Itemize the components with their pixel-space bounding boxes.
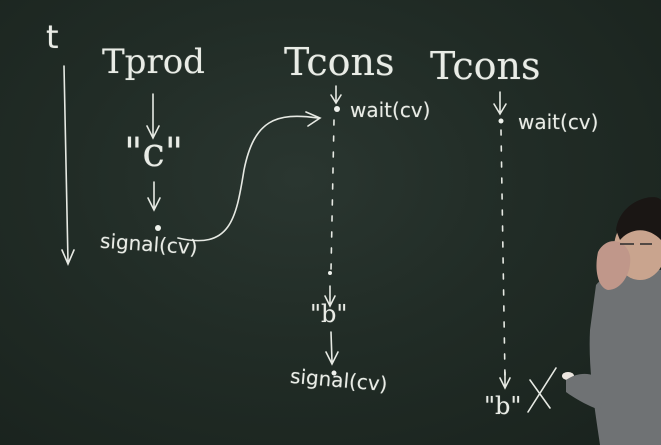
event-dot — [331, 370, 337, 376]
lecturer-figure — [562, 197, 661, 445]
tcons1-arrow-mid — [324, 285, 336, 308]
time-axis-arrow — [61, 65, 75, 267]
tcons2-arrow-top — [493, 91, 507, 116]
cross-mark — [527, 367, 557, 413]
lecturer-hair — [616, 197, 661, 240]
column-title-consumer-1: Tcons — [284, 40, 395, 84]
tcons1-dashed-line — [330, 119, 335, 271]
tcons2-dashed-line — [500, 129, 506, 379]
event-dot — [498, 118, 504, 124]
event-dot — [328, 271, 332, 275]
signal-wakeup-arrow — [177, 111, 322, 242]
column-title-producer: Tprod — [102, 42, 205, 82]
column-title-consumer-2: Tcons — [430, 44, 541, 88]
consumer-2-wait-label: wait(cv) — [518, 110, 599, 134]
lecturer-arm — [566, 373, 606, 410]
tcons1-arrow-low — [325, 331, 339, 366]
time-axis-label: t — [46, 18, 59, 56]
tcons2-arrow-low — [499, 371, 511, 390]
tprod-arrow-1 — [146, 93, 160, 140]
lecturer-hand — [596, 241, 631, 290]
consumer-1-wait-label: wait(cv) — [350, 98, 431, 122]
event-dot — [334, 106, 340, 112]
tcons1-arrow-top — [330, 85, 342, 105]
consumer-1-item-label: "b" — [310, 300, 348, 328]
lecturer-sweater — [589, 267, 661, 445]
consumer-2-item-label: "b" — [484, 392, 522, 420]
event-dot — [155, 225, 161, 231]
produced-item-label: "c" — [124, 130, 184, 176]
tprod-arrow-2 — [147, 181, 161, 212]
